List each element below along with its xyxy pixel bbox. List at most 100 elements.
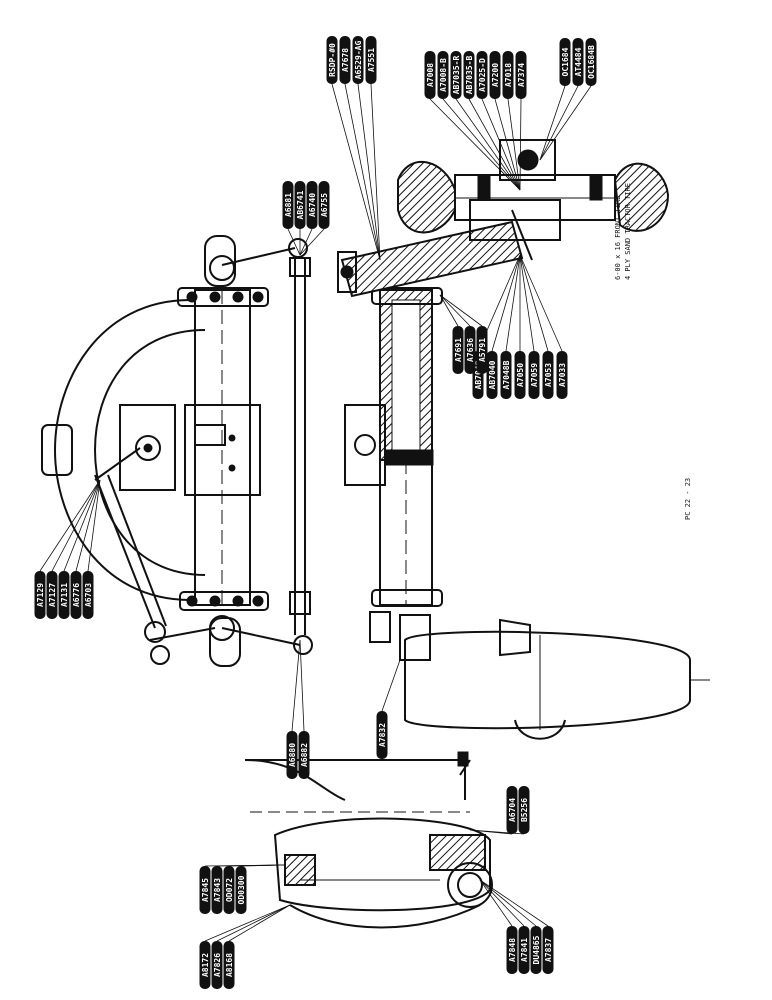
callout-text: A7845 (201, 878, 210, 902)
leader-line (357, 83, 381, 261)
callout-text: A7200 (491, 63, 500, 87)
callout-label-drag-link-3: A7131 (58, 571, 70, 619)
leader-line (204, 864, 286, 867)
callout-pill (298, 731, 310, 779)
callout-text: A6880 (288, 743, 297, 767)
callout-pill (506, 786, 518, 834)
leader-line (228, 904, 291, 942)
tie-rod (289, 257, 311, 635)
leader-line (370, 83, 381, 261)
callout-text: A7018 (504, 63, 513, 87)
callout-label-tie-rod-upper-4: A6755 (318, 181, 330, 229)
callout-pill (424, 51, 436, 99)
leader-line (505, 254, 521, 352)
callout-label-pivot-right-lower-3: DU4865 (530, 926, 542, 974)
callout-pill (82, 571, 94, 619)
callout-text: A7841 (520, 938, 529, 962)
callout-label-hub-right-3: AB7035-R (450, 51, 462, 99)
callout-pill (530, 926, 542, 974)
callout-text: A7678 (341, 48, 350, 72)
callout-pill (199, 941, 211, 989)
callout-pill (223, 941, 235, 989)
leader-line (216, 904, 291, 942)
callout-text: A7127 (48, 583, 57, 607)
callout-pill (286, 731, 298, 779)
callout-pill (528, 351, 540, 399)
callout-text: RSDP-#0 (328, 43, 337, 77)
callout-label-pivot-left-upper-2: A7843 (211, 866, 223, 914)
callout-label-hub-far-right-1: OC1684 (559, 38, 571, 86)
lower-axle-section (344, 287, 443, 607)
callout-label-upper-top-4: A7551 (365, 36, 377, 84)
callout-label-arm-left-1: A7691 (452, 326, 464, 374)
callout-pill (476, 326, 488, 374)
callout-text: A7843 (213, 878, 222, 902)
callout-label-spindle-lower-5: A7059 (528, 351, 540, 399)
callout-pill (559, 38, 571, 86)
lower-wheel (369, 611, 710, 740)
callout-label-pivot-right-lower-1: A7848 (506, 926, 518, 974)
callout-label-pivot-left-lower-3: A8168 (223, 941, 235, 989)
callout-label-pivot-left-upper-4: OD0300 (235, 866, 247, 914)
callout-pill (58, 571, 70, 619)
leader-line (519, 98, 522, 191)
callout-text: OC1684 (561, 47, 570, 76)
callout-pill (437, 51, 449, 99)
leader-line (479, 879, 549, 927)
leader-line (51, 479, 101, 572)
callout-pill (515, 51, 527, 99)
callout-text: A6703 (84, 583, 93, 607)
leader-line (539, 85, 579, 161)
callout-text: A7129 (36, 583, 45, 607)
callout-label-drag-link-2: A7127 (46, 571, 58, 619)
callout-pill (282, 181, 294, 229)
callout-text: OC1684B (587, 45, 596, 79)
callout-text: AB6741 (296, 190, 305, 219)
callout-text: A7636 (466, 338, 475, 362)
callout-text: A7033 (558, 363, 567, 387)
upper-axle-beam (177, 287, 269, 611)
leader-line (507, 98, 521, 191)
callout-label-spindle-lower-6: A7053 (542, 351, 554, 399)
figure-number: PC 22 - 23 (684, 478, 692, 520)
leader-line (539, 85, 566, 161)
leader-line (469, 829, 513, 835)
leader-line (439, 294, 459, 327)
tire-note: 6-00 x 16 FRONT TIRE 4 PLY SAND TRACTOR … (614, 183, 632, 280)
callout-pill (464, 326, 476, 374)
callout-label-pivot-right-2: B5256 (518, 786, 530, 834)
leader-line (539, 85, 592, 161)
callout-pill (376, 711, 388, 759)
callout-label-upper-top-3: A6529-AG (352, 36, 364, 84)
leader-line (519, 254, 535, 352)
callout-pill (365, 36, 377, 84)
leader-line (429, 98, 521, 191)
callout-label-hub-right-7: A7018 (502, 51, 514, 99)
leader-line (381, 659, 401, 712)
callout-label-pivot-right-lower-4: A7837 (542, 926, 554, 974)
figure-number-text: PC 22 - 23 (684, 478, 692, 520)
callout-label-front-wheel-1: A7832 (376, 711, 388, 759)
callout-pill (46, 571, 58, 619)
callout-text: A7691 (454, 338, 463, 362)
callout-pill (500, 351, 512, 399)
leader-line (291, 639, 301, 732)
callout-pill (476, 51, 488, 99)
callout-label-spindle-lower-2: AB7040 (486, 351, 498, 399)
leader-line (204, 904, 291, 942)
callout-label-pivot-left-upper-3: OD072 (223, 866, 235, 914)
callout-label-hub-right-4: AB7035-B (463, 51, 475, 99)
callout-text: A6755 (320, 193, 329, 217)
callout-pill (514, 351, 526, 399)
callout-label-pivot-left-upper-1: A7845 (199, 866, 211, 914)
front-wheel-hub (397, 139, 670, 241)
callout-text: A7551 (367, 48, 376, 72)
tire-note-line1: 6-00 x 16 FRONT TIRE (614, 196, 622, 280)
callout-text: A7048B (502, 360, 511, 389)
callout-pill (318, 181, 330, 229)
callout-label-hub-right-5: A7025-D (476, 51, 488, 99)
leader-line (491, 254, 521, 352)
callout-text: A7053 (544, 363, 553, 387)
leader-line (299, 228, 325, 256)
